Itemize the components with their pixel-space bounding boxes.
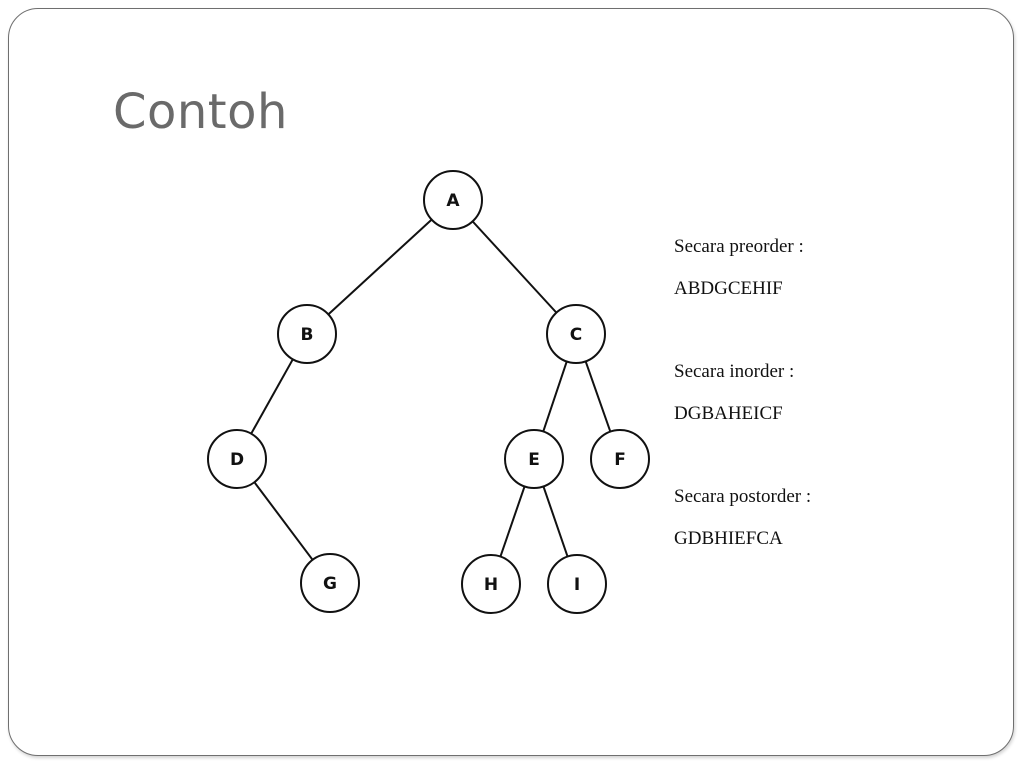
node-label-H: H bbox=[484, 575, 498, 595]
tree-node-F: F bbox=[590, 429, 650, 489]
slide-title: Contoh bbox=[113, 84, 288, 140]
edge-C-F bbox=[584, 361, 612, 432]
node-label-A: A bbox=[446, 191, 460, 211]
tree-node-E: E bbox=[504, 429, 564, 489]
node-circle-E bbox=[504, 429, 564, 489]
edge-A-B bbox=[327, 218, 433, 316]
tree-node-G: G bbox=[300, 553, 360, 613]
node-circle-I bbox=[547, 554, 607, 614]
postorder-heading: Secara postorder : bbox=[674, 486, 812, 507]
preorder-sequence: ABDGCEHIF bbox=[674, 278, 783, 299]
node-label-I: I bbox=[574, 575, 580, 595]
slide-frame bbox=[8, 8, 1014, 756]
node-circle-D bbox=[207, 429, 267, 489]
edge-A-C bbox=[471, 220, 558, 314]
node-circle-B bbox=[277, 304, 337, 364]
edge-E-I bbox=[542, 486, 569, 557]
node-label-E: E bbox=[528, 450, 540, 470]
tree-node-A: A bbox=[423, 170, 483, 230]
tree-node-C: C bbox=[546, 304, 606, 364]
node-circle-H bbox=[461, 554, 521, 614]
node-label-C: C bbox=[570, 325, 582, 345]
edge-C-E bbox=[542, 361, 568, 432]
tree-nodes: A B C D E F G H I bbox=[207, 170, 650, 614]
node-circle-A bbox=[423, 170, 483, 230]
postorder-sequence: GDBHIEFCA bbox=[674, 528, 783, 549]
tree-node-I: I bbox=[547, 554, 607, 614]
tree-node-D: D bbox=[207, 429, 267, 489]
inorder-heading: Secara inorder : bbox=[674, 361, 795, 382]
edge-D-G bbox=[253, 481, 314, 561]
tree-edges bbox=[250, 218, 612, 561]
node-label-D: D bbox=[230, 450, 244, 470]
tree-node-H: H bbox=[461, 554, 521, 614]
edge-E-H bbox=[499, 486, 526, 557]
preorder-heading: Secara preorder : bbox=[674, 236, 804, 257]
tree-node-B: B bbox=[277, 304, 337, 364]
node-label-G: G bbox=[323, 574, 337, 594]
node-label-F: F bbox=[614, 450, 626, 470]
node-circle-G bbox=[300, 553, 360, 613]
edge-B-D bbox=[250, 358, 294, 435]
node-label-B: B bbox=[301, 325, 314, 345]
inorder-sequence: DGBAHEICF bbox=[674, 403, 783, 424]
traversal-results: Secara preorder : ABDGCEHIF Secara inord… bbox=[674, 234, 974, 609]
node-circle-F bbox=[590, 429, 650, 489]
node-circle-C bbox=[546, 304, 606, 364]
